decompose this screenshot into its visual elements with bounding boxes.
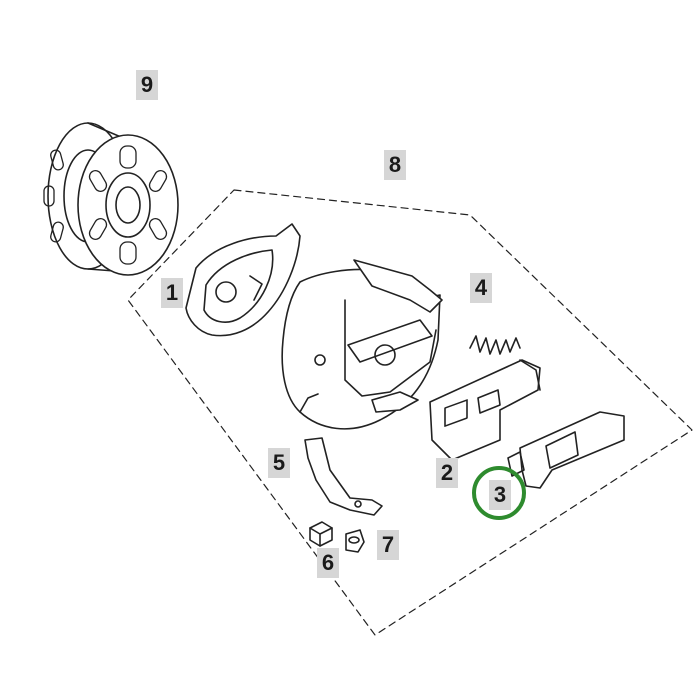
callout-7: 7: [377, 530, 399, 560]
spring-part-4: [469, 335, 521, 355]
callout-1: 1: [161, 278, 183, 308]
thread-guide-part-5: [304, 437, 383, 516]
callout-4: 4: [470, 273, 492, 303]
spring-plate-part-1: [185, 223, 301, 337]
callout-9: 9: [136, 70, 158, 100]
latch-lever-part-3: [507, 411, 625, 489]
callout-5: 5: [268, 448, 290, 478]
highlight-circle-part-3: [472, 466, 526, 520]
callout-6: 6: [317, 548, 339, 578]
screw-part-7: [345, 529, 365, 553]
callout-8: 8: [384, 150, 406, 180]
bobbin-part-9: [43, 122, 179, 276]
callout-3: 3: [489, 480, 511, 510]
bobbin-case-body: [281, 259, 443, 430]
nut-part-6: [309, 521, 333, 547]
latch-plate-part-2: [429, 359, 541, 461]
callout-2: 2: [436, 458, 458, 488]
assembly-boundary-8: [127, 189, 693, 636]
